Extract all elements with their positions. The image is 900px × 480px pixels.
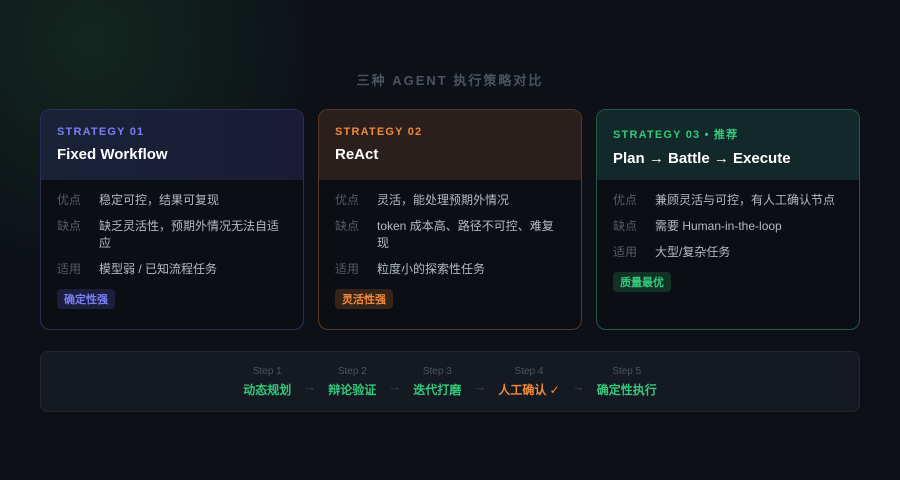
step-5: Step 5 确定性执行: [597, 366, 657, 398]
arrow-icon: →: [473, 379, 487, 394]
arrow-icon: →: [303, 379, 317, 394]
strategy-tag: STRATEGY 03 • 推荐: [613, 129, 739, 141]
strategy-badge: 质量最优: [613, 272, 671, 292]
strategy-card-plan-battle-execute: STRATEGY 03 • 推荐 Plan → Battle → Execute…: [596, 109, 860, 330]
step-number: Step 4: [514, 365, 544, 377]
strategy-card-react: STRATEGY 02 ReAct 优点 灵活，能处理预期外情况 缺点 token …: [318, 109, 582, 330]
step-label: 动态规划: [243, 382, 292, 397]
strategy-card-fixed-workflow: STRATEGY 01 Fixed Workflow 优点稳定可控，结果可复现 …: [40, 109, 304, 330]
strategy-tag: STRATEGY 02: [335, 126, 423, 138]
strategy-badge: 确定性强: [57, 289, 115, 309]
step-2: Step 2 辩论验证: [328, 366, 376, 398]
strategy-badge: 灵活性强: [335, 289, 393, 309]
strategy-name: Plan → Battle → Execute: [613, 150, 791, 167]
step-label: 迭代打磨: [413, 382, 462, 397]
step-label: 辩论验证: [328, 382, 377, 397]
pros-value: 灵活，能处理预期外情况: [377, 193, 510, 207]
cons-value: 需要 Human-in-the-loop: [655, 219, 782, 233]
step-3: Step 3 迭代打磨: [413, 366, 461, 398]
strategy-tag: STRATEGY 01: [57, 126, 145, 138]
step-label: 确定性执行: [596, 382, 657, 397]
use-label: 适用: [613, 245, 638, 259]
arrow-icon: →: [571, 379, 585, 394]
use-value: 模型弱 / 已知流程任务: [99, 262, 218, 276]
cons-value: 缺乏灵活性，预期外情况无法自适应: [99, 219, 280, 250]
pros-value: 兼顾灵活与可控，有人工确认节点: [655, 193, 836, 207]
use-value: 大型/复杂任务: [655, 245, 731, 259]
pros-label: 优点: [57, 193, 82, 207]
step-number: Step 5: [612, 365, 642, 377]
step-label: 人工确认 ✓: [498, 382, 560, 397]
strategy-name: Fixed Workflow: [57, 146, 168, 163]
cons-label: 缺点: [335, 219, 360, 233]
step-4: Step 4 人工确认 ✓: [498, 366, 559, 398]
strategy-name: ReAct: [335, 146, 379, 163]
cons-value: token 成本高、路径不可控、难复现: [377, 219, 554, 250]
use-value: 粒度小的探索性任务: [377, 262, 486, 276]
step-flow: Step 1 动态规划 → Step 2 辩论验证 → Step 3 迭代打磨 → S…: [40, 351, 860, 412]
pros-value: 稳定可控，结果可复现: [99, 193, 220, 207]
cons-label: 缺点: [57, 219, 82, 233]
pros-label: 优点: [335, 193, 360, 207]
pros-label: 优点: [613, 193, 638, 207]
step-number: Step 3: [422, 365, 452, 377]
page-title: 三种 AGENT 执行策略对比: [356, 73, 544, 88]
cons-label: 缺点: [613, 219, 638, 233]
use-label: 适用: [57, 262, 82, 276]
step-number: Step 2: [337, 365, 367, 377]
use-label: 适用: [335, 262, 360, 276]
arrow-icon: →: [388, 379, 402, 394]
step-1: Step 1 动态规划: [243, 366, 291, 398]
step-number: Step 1: [252, 365, 282, 377]
